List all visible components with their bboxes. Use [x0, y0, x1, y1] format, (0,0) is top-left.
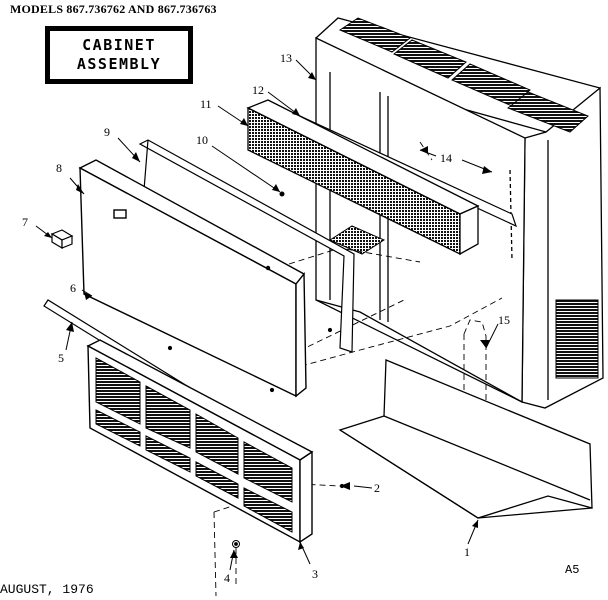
footer-date: AUGUST, 1976: [0, 582, 94, 597]
title-box: CABINET ASSEMBLY: [45, 26, 193, 84]
callout-11: 11: [200, 97, 212, 111]
callout-14: 14: [440, 151, 452, 165]
title-line-2: ASSEMBLY: [76, 55, 162, 73]
callout-4: 4: [224, 571, 230, 585]
callout-1: 1: [464, 545, 470, 559]
callout-2: 2: [374, 481, 380, 495]
filter-mesh-11: [246, 99, 480, 256]
footer-page-code: A5: [565, 563, 580, 577]
callout-15: 15: [498, 313, 510, 327]
callout-8: 8: [56, 161, 62, 175]
callout-10: 10: [196, 133, 208, 147]
callout-7: 7: [22, 215, 28, 229]
callout-6: 6: [70, 281, 76, 295]
title-line-1: CABINET: [82, 36, 156, 54]
callout-3: 3: [312, 567, 318, 581]
callout-12: 12: [252, 83, 264, 97]
callout-5: 5: [58, 351, 64, 365]
arrowheads: [44, 72, 492, 558]
clip-7: [50, 229, 74, 250]
inner-panel-9: [138, 139, 355, 353]
models-header: MODELS 867.736762 AND 867.736763: [10, 2, 217, 16]
callout-13: 13: [280, 51, 292, 65]
front-panel-8: [78, 159, 307, 398]
base-pan-1: [338, 359, 593, 519]
callout-9: 9: [104, 125, 110, 139]
